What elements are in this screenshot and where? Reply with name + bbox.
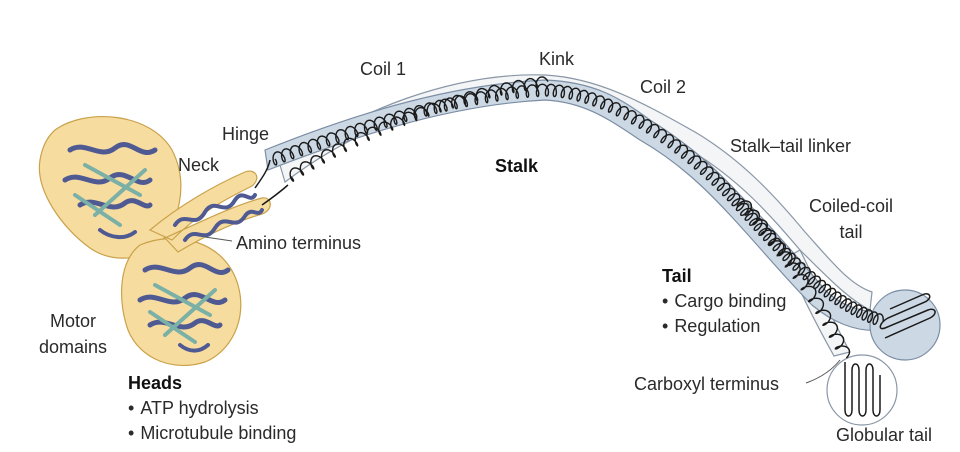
amino-terminus-leader <box>204 236 233 242</box>
label-motor-domains-line1: Motor <box>49 311 96 331</box>
tail-function-item: Cargo binding <box>662 289 786 314</box>
label-globular-tail: Globular tail <box>836 425 933 445</box>
globular-tail-right <box>869 289 941 361</box>
label-coiled-coil-tail: Coiled-coil tail <box>806 195 896 243</box>
tail-function-item: Regulation <box>662 314 786 339</box>
label-carboxyl-terminus: Carboxyl terminus <box>634 374 780 394</box>
label-coil-2: Coil 2 <box>640 77 687 97</box>
neck-helix <box>173 193 264 242</box>
label-coiled-coil-tail-line1: Coiled-coil <box>808 196 894 216</box>
label-stalk-tail-linker: Stalk–tail linker <box>730 136 852 156</box>
heads-function-item: Microtubule binding <box>128 421 296 446</box>
carboxyl-terminus-leader <box>805 359 841 384</box>
tail-function-list: Cargo binding Regulation <box>662 289 786 339</box>
globular-tail-bottom-fold <box>844 362 881 417</box>
label-coil-1: Coil 1 <box>360 59 407 79</box>
globular-tail-bottom <box>826 354 898 426</box>
label-stalk: Stalk <box>495 156 539 176</box>
tail-title: Tail <box>662 266 692 286</box>
globular-tail-right-fold <box>879 293 936 339</box>
stalk-helix-front <box>272 83 884 326</box>
label-motor-domains-line2: domains <box>38 337 108 357</box>
stalk-helix-back <box>289 76 549 182</box>
heads-function-item: ATP hydrolysis <box>128 396 296 421</box>
label-hinge: Hinge <box>222 124 270 144</box>
label-kink: Kink <box>539 49 575 69</box>
label-coiled-coil-tail-line2: tail <box>839 222 863 242</box>
hinge-linker <box>254 159 289 206</box>
label-amino-terminus: Amino terminus <box>236 233 362 253</box>
protein-structure-upper <box>62 142 158 239</box>
label-neck: Neck <box>178 155 220 175</box>
tail-helix-lower <box>736 200 851 359</box>
protein-structure-lower <box>137 262 231 353</box>
heads-function-list: ATP hydrolysis Microtubule binding <box>128 396 296 446</box>
label-motor-domains: Motor domains <box>28 310 118 358</box>
heads-title: Heads <box>128 373 183 393</box>
front-stalk-tube <box>264 79 881 331</box>
